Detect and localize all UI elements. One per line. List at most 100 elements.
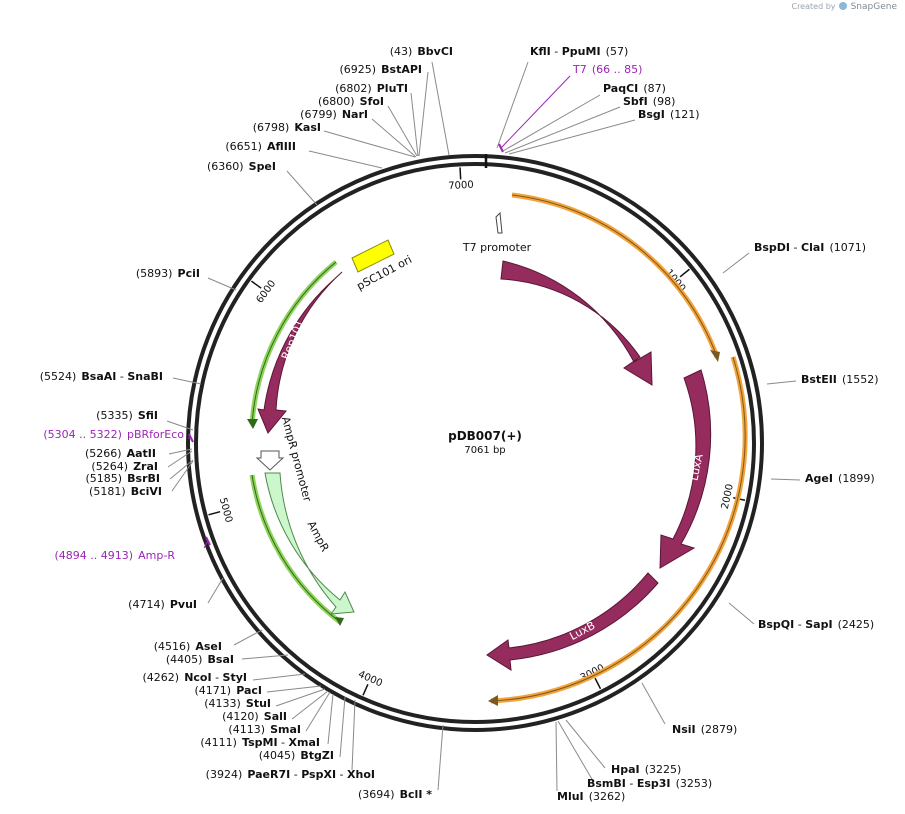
- site-enzyme-name: PpuMI: [562, 45, 601, 58]
- site-label-tspmi: (4111) TspMI - XmaI: [200, 731, 320, 750]
- snapgene-credit: Created by SnapGene: [791, 2, 897, 12]
- rep101-arrow: [257, 271, 343, 434]
- site-position: (5335): [96, 409, 133, 422]
- site-enzyme-name: TspMI: [242, 736, 278, 749]
- orange-orf-arc-2-core: [490, 356, 746, 702]
- green-orf-rep-core: [251, 261, 337, 425]
- m13-gene-iii-arrow: [500, 260, 653, 386]
- site-leader-line: [770, 478, 801, 481]
- site-label-t7: T7 (66 .. 85): [572, 58, 642, 77]
- site-enzyme-name: HpaI: [611, 763, 640, 776]
- site-label-paci: (4171) PacI: [195, 679, 262, 698]
- plasmid-length: 7061 bp: [464, 445, 505, 456]
- site-label-pluti: (6802) PluTI: [335, 77, 408, 96]
- site-position: (43): [390, 45, 413, 58]
- site-leader-line: [166, 420, 194, 431]
- site-position: (4133): [204, 697, 241, 710]
- site-position: (1071): [829, 241, 866, 254]
- site-position: (2879): [701, 723, 738, 736]
- site-enzyme-name: T7: [572, 63, 587, 76]
- site-position: (6651): [225, 140, 262, 153]
- orange-orf-arrowhead-1: [710, 350, 720, 362]
- site-enzyme-name: XmaI: [289, 736, 320, 749]
- site-label-bsrbi: (5185) BsrBI: [85, 467, 160, 486]
- site-enzyme-name: KflI: [530, 45, 551, 58]
- site-leader-line: [286, 170, 318, 206]
- tick-mark: [594, 677, 602, 690]
- site-leader-line: [502, 94, 601, 152]
- tick-label: 4000: [356, 669, 384, 689]
- site-leader-line: [722, 252, 750, 274]
- site-leader-line: [172, 377, 202, 385]
- tick-label: 6000: [254, 278, 278, 305]
- site-position: (1899): [838, 472, 875, 485]
- site-enzyme-name: XhoI: [347, 768, 375, 781]
- site-label-nsii: NsiI (2879): [672, 718, 737, 737]
- credit-prefix: Created by: [791, 2, 836, 11]
- credit-brand: SnapGene: [850, 2, 897, 12]
- site-enzyme-name: ZraI: [133, 460, 158, 473]
- green-orf-amp-arrowhead: [335, 617, 344, 626]
- site-label-zrai: (5264) ZraI: [91, 455, 158, 474]
- site-label-mlui: MluI (3262): [557, 785, 625, 804]
- site-label-smai: (4113) SmaI: [228, 718, 301, 737]
- tick-label: 2000: [720, 483, 736, 510]
- site-label-sali: (4120) SalI: [222, 705, 287, 724]
- site-label-bsgi: BsgI (121): [638, 103, 700, 122]
- site-leader-line: [418, 71, 429, 157]
- snapgene-logo-icon: [839, 2, 848, 10]
- tick-mark: [251, 280, 262, 289]
- luxb-arrow: [486, 572, 659, 671]
- site-leader-line: [371, 118, 417, 158]
- site-leader-line: [410, 92, 419, 157]
- site-leader-line: [500, 75, 571, 149]
- site-position: (5181): [89, 485, 126, 498]
- site-leader-line: [766, 380, 797, 385]
- site-label-bsaai: (5524) BsaAI - SnaBI: [40, 365, 163, 384]
- site-leader-line: [207, 577, 224, 604]
- site-leader-line: [168, 448, 193, 455]
- site-leader-line: [728, 602, 755, 625]
- site-label-bsai: (4405) BsaI: [166, 648, 234, 667]
- site-label-kfli: KflI - PpuMI (57): [530, 40, 628, 59]
- site-position: (5264): [91, 460, 128, 473]
- site-leader-line: [339, 696, 346, 758]
- site-position: (3694): [358, 788, 395, 801]
- site-label-bsmbi: BsmBI - Esp3I (3253): [587, 772, 712, 791]
- site-position: (4045): [259, 749, 296, 762]
- site-enzyme-name: BspDI: [754, 241, 790, 254]
- site-label-hpai: HpaI (3225): [611, 758, 681, 777]
- site-leader-line: [203, 540, 209, 549]
- site-enzyme-name: pBRforEco: [127, 428, 184, 441]
- site-leader-line: [565, 719, 606, 769]
- ampr-promoter-label: AmpR promoter: [279, 415, 314, 503]
- site-label-asei: (4516) AseI: [154, 635, 222, 654]
- site-enzyme-name: BsaAI: [81, 370, 116, 383]
- site-leader-line: [557, 720, 594, 782]
- site-leader-line: [437, 724, 444, 791]
- site-position: (6802): [335, 82, 372, 95]
- site-position: (4516): [154, 640, 191, 653]
- site-position: (6799): [300, 108, 337, 121]
- site-position: (4714): [128, 598, 165, 611]
- site-enzyme-name: AatII: [127, 447, 156, 460]
- site-label-bspdi: BspDI - ClaI (1071): [754, 236, 866, 255]
- site-label-pcii: (5893) PciI: [136, 262, 200, 281]
- site-enzyme-name: BclI *: [400, 788, 433, 801]
- site-label-bstapi: (6925) BstAPI: [339, 58, 422, 77]
- site-label-pbrforeco: (5304 .. 5322) pBRforEco: [43, 423, 184, 442]
- site-leader-line: [308, 150, 383, 169]
- site-position: (4111): [200, 736, 237, 749]
- site-leader-line: [169, 459, 194, 480]
- site-label-stui: (4133) StuI: [204, 692, 271, 711]
- green-orf-amp-core: [251, 474, 341, 623]
- psc101-ori-box: [351, 239, 395, 273]
- site-enzyme-name: ClaI: [801, 241, 824, 254]
- site-label-sfoi: (6800) SfoI: [318, 90, 384, 109]
- site-enzyme-name: BsrBI: [127, 472, 160, 485]
- feature-site-marker: [498, 143, 504, 153]
- site-enzyme-name: PspXI: [301, 768, 336, 781]
- site-leader-line: [641, 682, 666, 725]
- site-leader-line: [291, 690, 329, 720]
